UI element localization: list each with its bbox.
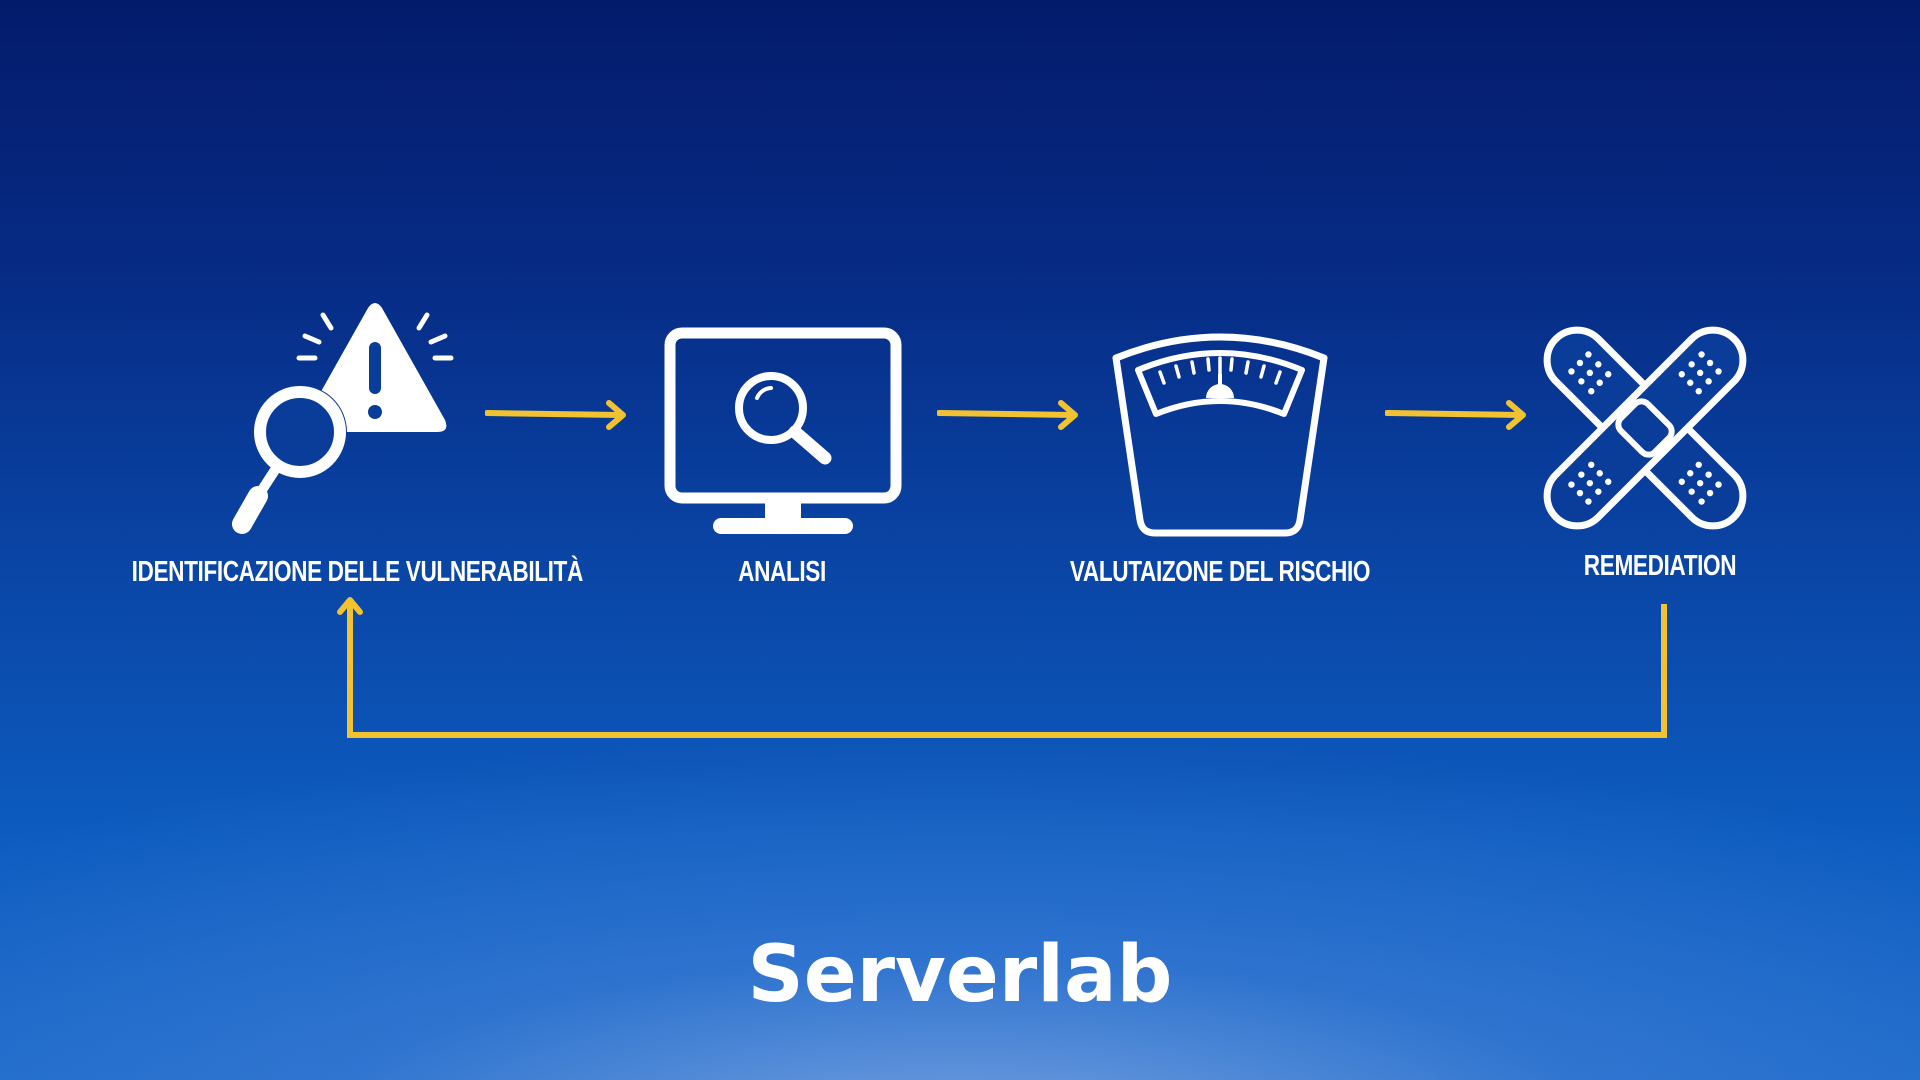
step-label-identificazione: IDENTIFICAZIONE DELLE VULNERABILITÀ	[131, 556, 584, 588]
monitor-search-icon	[664, 327, 902, 538]
step-label-analisi: ANALISI	[738, 556, 826, 588]
step-label-valutazione: VALUTAIZONE DEL RISCHIO	[1069, 556, 1371, 588]
bandage-cross-icon	[1543, 326, 1747, 530]
arrow-step2-to-step3	[937, 400, 1078, 430]
brand-title: Serverlab	[747, 930, 1173, 1020]
feedback-loop-arrow	[337, 597, 1667, 738]
weighing-scale-icon	[1108, 328, 1332, 538]
step-label-remediation: REMEDIATION	[1583, 550, 1737, 582]
arrow-step1-to-step2	[485, 400, 626, 430]
arrow-step3-to-step4	[1385, 400, 1526, 430]
warning-magnifier-icon	[225, 300, 455, 540]
